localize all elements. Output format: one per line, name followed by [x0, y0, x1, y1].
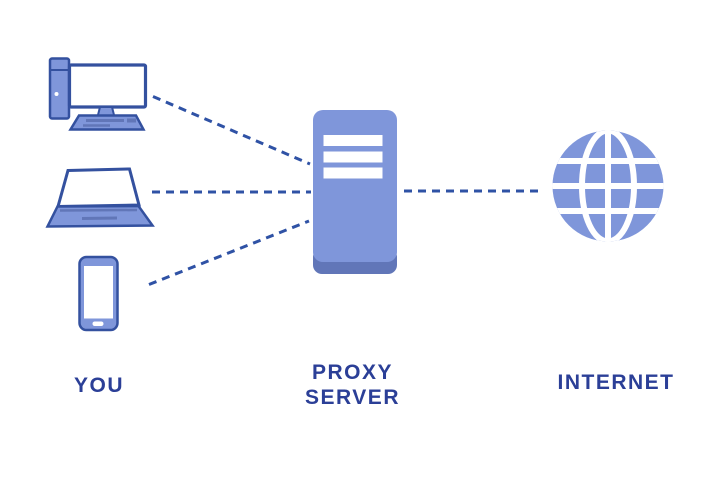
proxy-server-label-line1: PROXY — [311, 361, 394, 384]
server-slot — [323, 151, 383, 163]
desktop-tower — [48, 57, 71, 120]
smartphone-icon — [78, 255, 119, 332]
server-slot — [323, 135, 383, 146]
laptop-touchpad-line — [81, 216, 118, 220]
globe-gridlines — [552, 130, 664, 242]
server-body — [313, 110, 397, 262]
desktop-keyboard-numpad — [127, 118, 136, 123]
laptop-screen — [56, 167, 141, 209]
globe-icon — [552, 130, 664, 242]
desktop-computer-icon — [48, 57, 148, 131]
desktop-monitor — [67, 63, 148, 109]
proxy-server-label: PROXY SERVER — [282, 360, 423, 410]
desktop-power-button — [54, 92, 59, 96]
laptop-hinge-line — [59, 208, 138, 212]
laptop-icon — [45, 167, 155, 228]
you-label: YOU — [73, 374, 124, 397]
server-slot — [323, 167, 383, 179]
proxy-server-label-line2: SERVER — [305, 386, 400, 409]
connector-desktop-proxy — [152, 95, 311, 166]
phone-screen — [84, 266, 113, 319]
connector-phone-proxy — [148, 219, 310, 286]
phone-home-button — [92, 321, 104, 326]
proxy-server-icon — [313, 110, 397, 274]
internet-label: INTERNET — [557, 371, 675, 394]
